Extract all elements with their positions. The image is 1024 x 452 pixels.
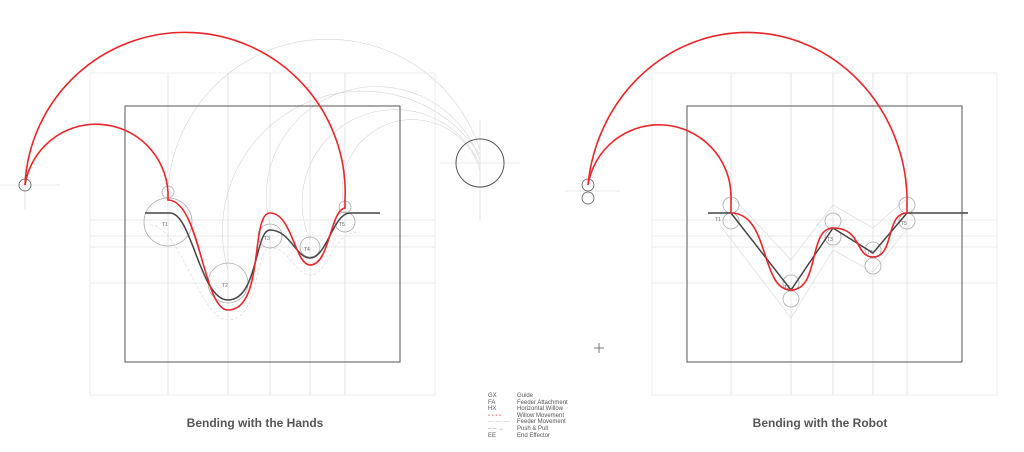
tool-label: T2 [784, 285, 790, 291]
legend-code: - - - - [488, 412, 501, 419]
legend-item: FA Feeder Attachment [488, 400, 568, 407]
robot-title: Bending with the Robot [752, 416, 888, 430]
legend-code: HX [488, 406, 497, 413]
legend-item: — — — Feeder Movement [488, 419, 568, 426]
legend-label: Push & Pull [517, 425, 549, 432]
tool-label: T2 [222, 283, 228, 289]
legend-item: HX Horizontal Willow [488, 406, 568, 413]
legend-item: – – → Push & Pull [488, 426, 568, 433]
legend-code: EE [488, 432, 497, 439]
tool-label: T5 [901, 221, 907, 227]
legend-label: Guide [517, 393, 534, 399]
legend-label: Feeder Attachment [517, 399, 568, 406]
tool-label: T4 [304, 247, 310, 253]
hands-panel [0, 31, 520, 396]
tool-label: T4 [867, 250, 873, 256]
tool-labels: T1 T2 T3 T4 T5 T1 T2 T3 T4 T5 [162, 217, 907, 291]
tool-label: T3 [827, 237, 833, 243]
tool-label: T1 [162, 222, 168, 228]
tool-label: T5 [339, 222, 345, 228]
legend-code: — — — [488, 419, 510, 426]
legend-label: Willow Movement [517, 412, 565, 419]
legend-label: Feeder Movement [517, 419, 566, 426]
hands-title: Bending with the Hands [186, 416, 324, 430]
legend-item: GX Guide [488, 393, 568, 400]
legend-item: - - - - Willow Movement [488, 413, 568, 420]
legend-label: Horizontal Willow [517, 406, 564, 413]
legend-code: – – → [488, 425, 505, 432]
legend-code: GX [488, 393, 497, 399]
legend-label: End Effector [517, 432, 550, 439]
robot-panel [565, 31, 998, 396]
tool-label: T3 [264, 236, 270, 242]
tool-label: T1 [715, 217, 721, 223]
legend-item: EE End Effector [488, 433, 568, 440]
legend: GX Guide FA Feeder Attachment HX Horizontal… [488, 393, 568, 439]
legend-code: FA [488, 399, 496, 406]
